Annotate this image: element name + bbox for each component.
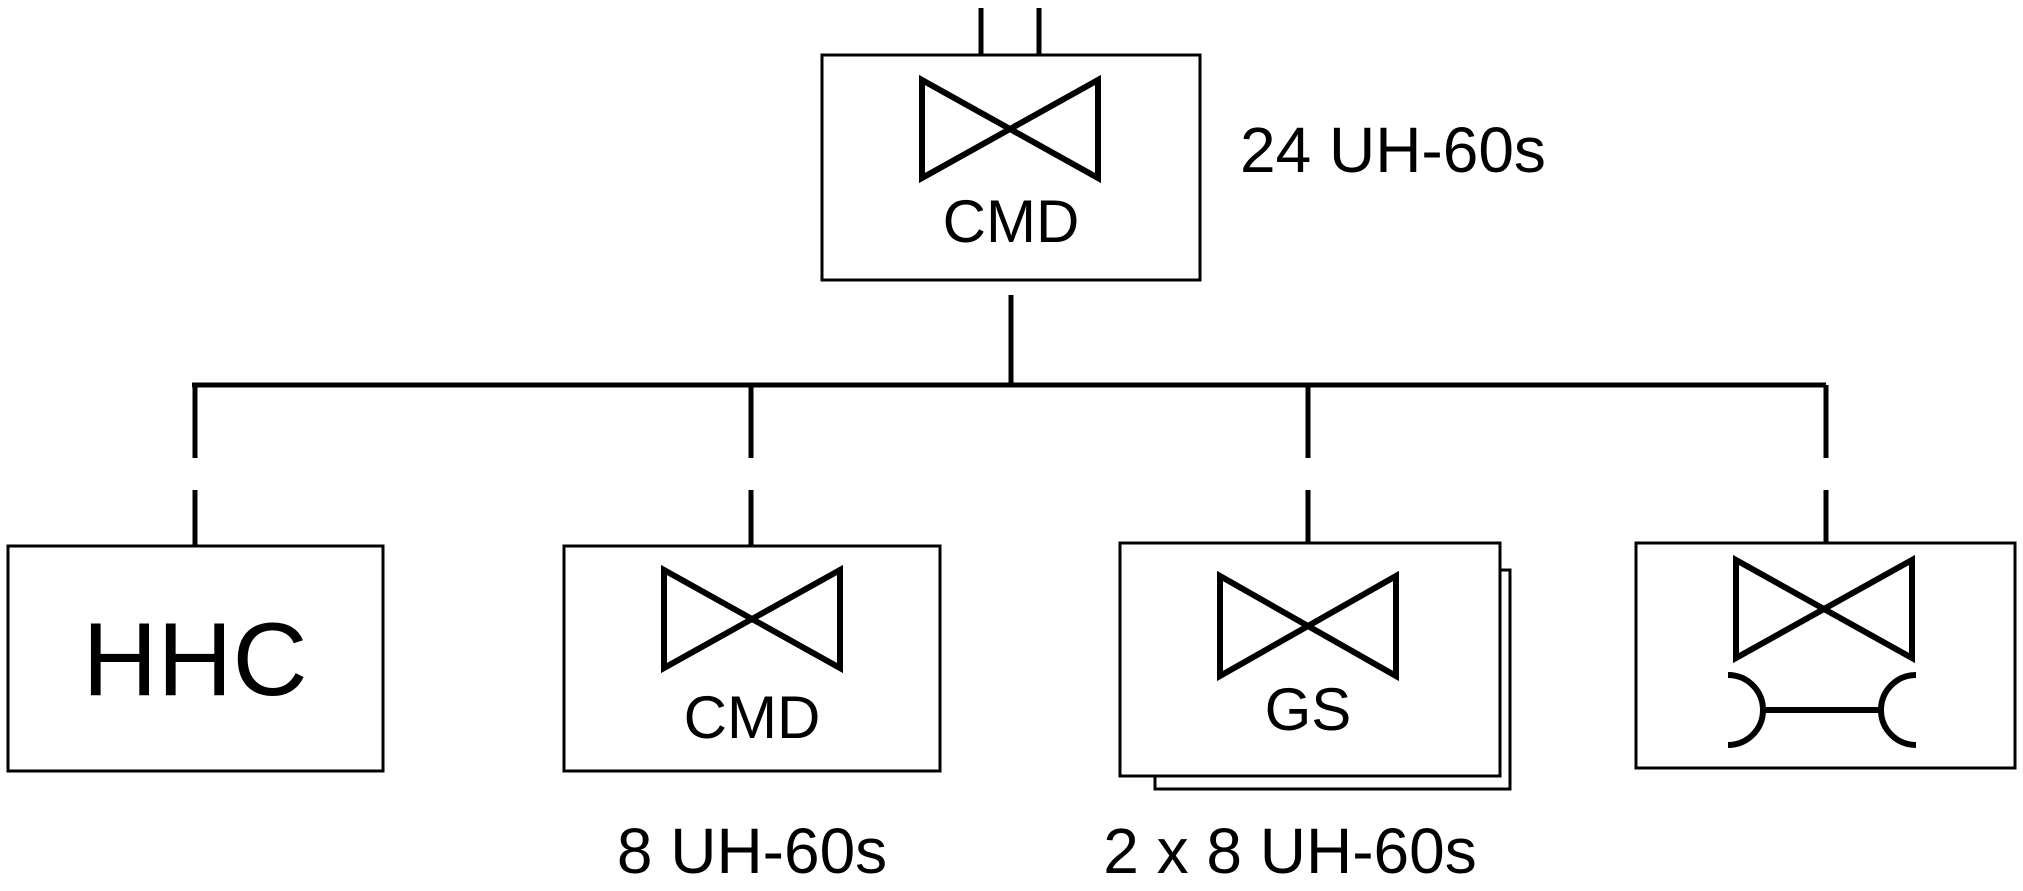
unit-box-top (820, 53, 1202, 282)
unit-box-cmd-company (562, 544, 942, 773)
hierarchy-connectors (192, 295, 1829, 545)
top-unit-label: CMD (943, 188, 1080, 255)
gs-label: GS (1265, 676, 1352, 743)
unit-box-maintenance (1634, 541, 2017, 770)
maintenance-wrench-icon (1727, 672, 1917, 748)
hhc-label: HHC (82, 602, 307, 718)
rotary-wing-aviation-bowtie-icon (1733, 554, 1915, 664)
unit-box-hhc (6, 544, 385, 773)
subordinate-cmd-company: CMD 8 UH-60s (562, 544, 942, 887)
cmd-company-strength: 8 UH-60s (617, 815, 887, 887)
rotary-wing-aviation-bowtie-icon (661, 564, 843, 674)
cmd-company-label: CMD (684, 684, 821, 751)
subordinate-maintenance-company (1634, 541, 2017, 770)
top-unit-strength: 24 UH-60s (1240, 114, 1546, 186)
top-unit: CMD 24 UH-60s (820, 8, 1546, 282)
rotary-wing-aviation-bowtie-icon (1217, 570, 1399, 682)
subordinate-hhc: HHC (6, 544, 385, 773)
unit-box-gs (1118, 541, 1502, 778)
gs-strength: 2 x 8 UH-60s (1103, 815, 1476, 887)
rotary-wing-aviation-bowtie-icon (919, 74, 1101, 184)
stacked-unit-shadow (1153, 568, 1512, 791)
subordinate-gs-companies: GS 2 x 8 UH-60s (1103, 541, 1512, 887)
